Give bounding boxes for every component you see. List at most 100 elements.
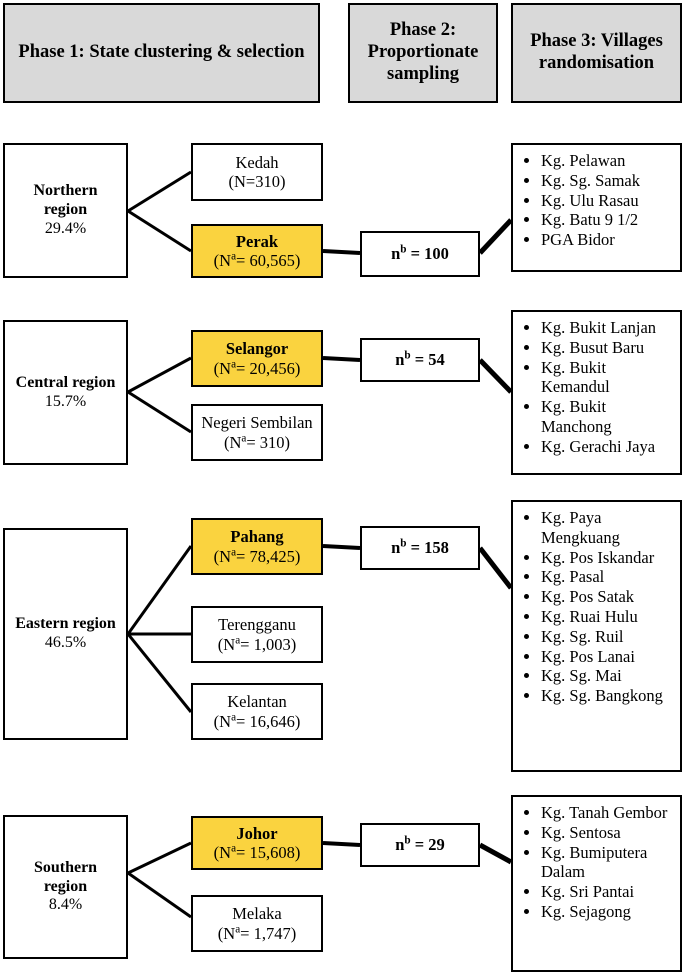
villages-box-eastern: Kg. Paya Mengkuang Kg. Pos Iskandar Kg. …: [511, 500, 682, 772]
region-name-southern: Southern region: [33, 858, 98, 895]
village-item: Kg. Pos Satak: [541, 587, 672, 607]
region-percent-central: 15.7%: [44, 392, 87, 410]
villages-list-eastern: Kg. Paya Mengkuang Kg. Pos Iskandar Kg. …: [523, 508, 672, 706]
village-item: Kg. Bumiputera Dalam: [541, 843, 672, 883]
village-item: Kg. Sg. Samak: [541, 171, 640, 191]
state-box-selangor: Selangor (Na= 20,456): [191, 330, 323, 387]
village-item: Kg. Pelawan: [541, 151, 640, 171]
region-percent-eastern: 46.5%: [44, 634, 87, 651]
village-item: Kg. Pos Iskandar: [541, 548, 672, 568]
sample-size-box-southern: nb = 29: [360, 823, 480, 867]
connector-northern-kedah: [127, 170, 192, 213]
state-n-kedah: (N=310): [228, 172, 286, 191]
village-item: Kg. Sg. Mai: [541, 666, 672, 686]
state-n-terengganu: (Na= 1,003): [217, 634, 297, 654]
state-name-pahang: Pahang: [230, 527, 284, 547]
state-box-perak: Perak (Na= 60,565): [191, 224, 323, 278]
phase-2-header: Phase 2: Proportionate sampling: [348, 3, 498, 103]
village-item: Kg. Sentosa: [541, 823, 672, 843]
sample-size-label-eastern: nb = 158: [391, 537, 449, 558]
phase-2-header-label: Phase 2: Proportionate sampling: [367, 20, 479, 84]
village-item: Kg. Bukit Manchong: [541, 397, 672, 437]
villages-list-southern: Kg. Tanah Gembor Kg. Sentosa Kg. Bumiput…: [523, 803, 672, 922]
village-item: Kg. Ruai Hulu: [541, 607, 672, 627]
state-name-kelantan: Kelantan: [227, 692, 287, 712]
state-box-kedah: Kedah (N=310): [191, 143, 323, 201]
state-box-johor: Johor (Na= 15,608): [191, 816, 323, 870]
village-item: Kg. Gerachi Jaya: [541, 437, 672, 457]
state-n-negeri-sembilan: (Na= 310): [223, 432, 291, 452]
connector-sample-villages-2: [478, 358, 513, 394]
villages-list-central: Kg. Bukit Lanjan Kg. Busut Baru Kg. Buki…: [523, 318, 672, 457]
village-item: Kg. Bukit Kemandul: [541, 358, 672, 398]
state-n-selangor: (Na= 20,456): [213, 358, 301, 378]
region-box-southern: Southern region 8.4%: [3, 815, 128, 959]
state-name-melaka: Melaka: [232, 904, 282, 924]
state-box-melaka: Melaka (Na= 1,747): [191, 895, 323, 952]
phase-3-header-label: Phase 3: Villages randomisation: [530, 31, 663, 73]
villages-box-southern: Kg. Tanah Gembor Kg. Sentosa Kg. Bumiput…: [511, 795, 682, 972]
region-box-central: Central region 15.7%: [3, 320, 128, 465]
connector-central-selangor: [127, 356, 192, 394]
village-item: Kg. Ulu Rasau: [541, 191, 640, 211]
village-item: Kg. Sejagong: [541, 902, 672, 922]
village-item: Kg. Batu 9 1/2: [541, 210, 640, 230]
phase-1-header: Phase 1: State clustering & selection: [3, 3, 320, 103]
state-box-pahang: Pahang (Na= 78,425): [191, 518, 323, 575]
connector-pahang-sample: [322, 544, 361, 550]
connector-central-negeri: [127, 390, 192, 434]
state-n-johor: (Na= 15,608): [213, 842, 301, 862]
village-item: Kg. Sg. Ruil: [541, 627, 672, 647]
connector-southern-melaka: [127, 871, 192, 919]
state-name-kedah: Kedah: [235, 152, 279, 172]
village-item: Kg. Pos Lanai: [541, 647, 672, 667]
state-n-melaka: (Na= 1,747): [217, 923, 297, 943]
connector-northern-perak: [127, 209, 192, 253]
connector-selangor-sample: [322, 356, 361, 362]
connector-eastern-kelantan: [126, 633, 193, 713]
region-percent-northern: 29.4%: [44, 219, 87, 237]
region-percent-southern: 8.4%: [48, 896, 83, 914]
village-item: Kg. Bukit Lanjan: [541, 318, 672, 338]
sample-size-label-southern: nb = 29: [395, 834, 445, 855]
state-n-kelantan: (Na= 16,646): [213, 711, 301, 731]
village-item: Kg. Busut Baru: [541, 338, 672, 358]
state-n-perak: (Na= 60,565): [213, 250, 301, 270]
sample-size-box-central: nb = 54: [360, 338, 480, 382]
state-name-negeri-sembilan: Negeri Sembilan: [201, 413, 313, 433]
phase-3-header: Phase 3: Villages randomisation: [511, 3, 682, 103]
sample-size-label-central: nb = 54: [395, 349, 445, 370]
village-item: Kg. Tanah Gembor: [541, 803, 672, 823]
state-box-kelantan: Kelantan (Na= 16,646): [191, 683, 323, 740]
connector-sample-villages-4: [478, 842, 513, 865]
state-box-negeri-sembilan: Negeri Sembilan (Na= 310): [191, 404, 323, 461]
phase-1-header-label: Phase 1: State clustering & selection: [18, 42, 305, 63]
village-item: Kg. Paya Mengkuang: [541, 508, 672, 548]
state-name-terengganu: Terengganu: [218, 615, 296, 635]
villages-box-central: Kg. Bukit Lanjan Kg. Busut Baru Kg. Buki…: [511, 310, 682, 475]
state-name-perak: Perak: [235, 231, 279, 251]
village-item: PGA Bidor: [541, 230, 640, 250]
connector-southern-johor: [127, 841, 192, 875]
state-name-selangor: Selangor: [225, 339, 289, 359]
state-box-terengganu: Terengganu (Na= 1,003): [191, 606, 323, 663]
region-name-eastern: Eastern region: [15, 615, 116, 633]
villages-list-northern: Kg. Pelawan Kg. Sg. Samak Kg. Ulu Rasau …: [523, 151, 640, 250]
state-n-pahang: (Na= 78,425): [213, 546, 301, 566]
sample-size-box-northern: nb = 100: [360, 231, 480, 277]
state-name-johor: Johor: [236, 823, 278, 843]
village-item: Kg. Sg. Bangkong: [541, 686, 672, 706]
connector-johor-sample: [322, 841, 361, 847]
region-name-central: Central region: [15, 373, 116, 391]
connector-sample-villages-1: [478, 218, 513, 255]
region-box-northern: Northern region 29.4%: [3, 143, 128, 278]
village-item: Kg. Pasal: [541, 567, 672, 587]
connector-perak-sample: [322, 249, 361, 255]
village-item: Kg. Sri Pantai: [541, 882, 672, 902]
sample-size-box-eastern: nb = 158: [360, 526, 480, 570]
connector-sample-villages-3: [478, 546, 513, 590]
region-box-eastern: Eastern region 46.5%: [3, 528, 128, 740]
region-name-northern: Northern region: [33, 182, 98, 219]
villages-box-northern: Kg. Pelawan Kg. Sg. Samak Kg. Ulu Rasau …: [511, 143, 682, 272]
